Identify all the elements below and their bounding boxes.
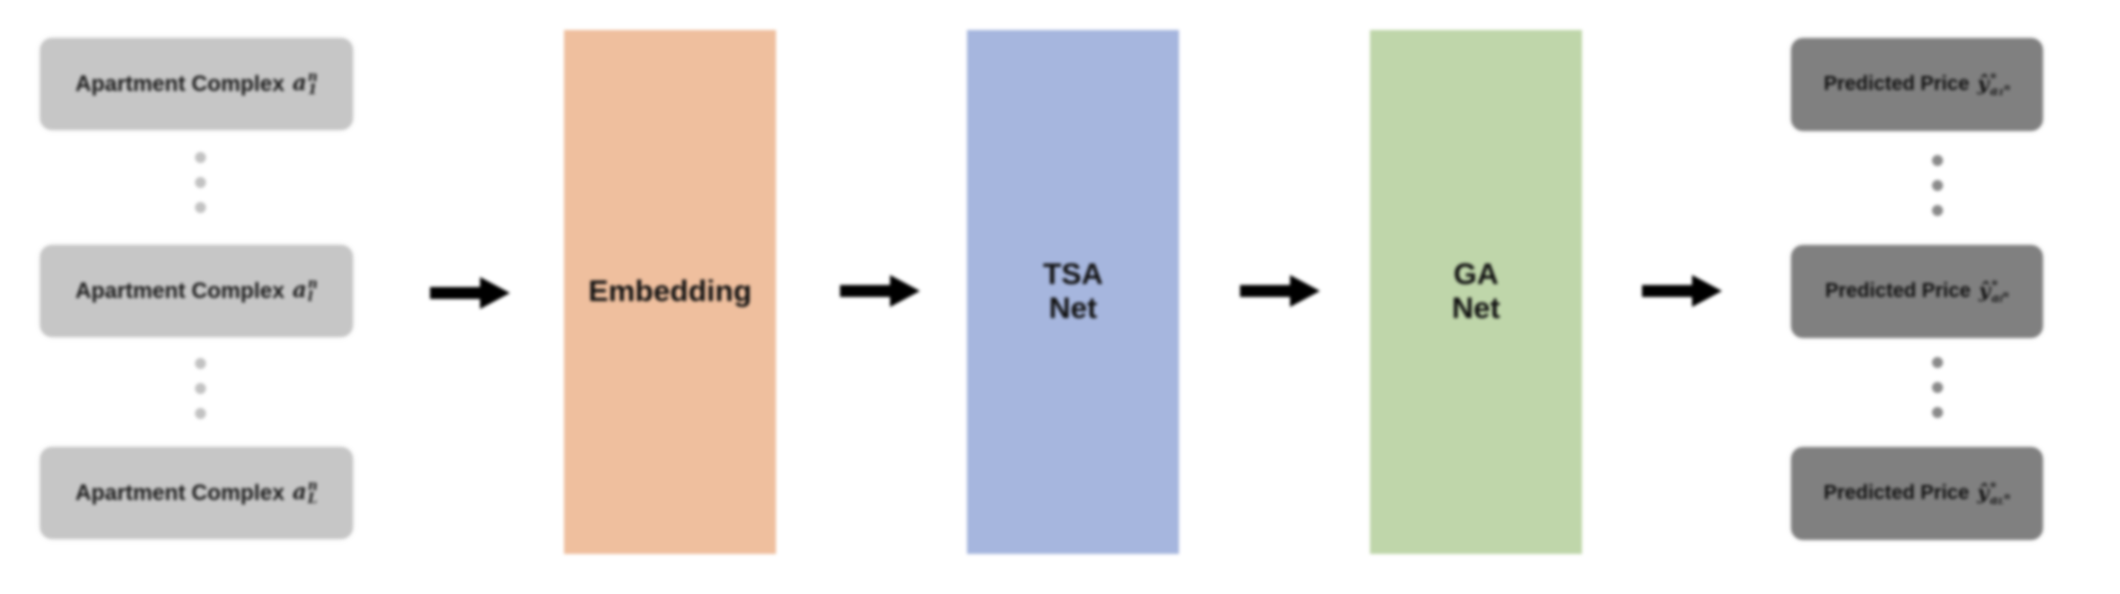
arrow-right-icon bbox=[430, 277, 510, 309]
tsa-net-block: TSA Net bbox=[967, 30, 1179, 554]
output-symbol: ŷ*a1n bbox=[1977, 69, 2011, 99]
tsa-net-label: TSA Net bbox=[1043, 257, 1103, 326]
arrow-right-icon bbox=[1240, 275, 1320, 307]
input-ellipsis-lower bbox=[194, 358, 206, 419]
ga-net-label: GA Net bbox=[1451, 257, 1501, 326]
output-predicted-price-L: Predicted Price ŷ*aLn bbox=[1791, 447, 2043, 540]
output-predicted-price-1: Predicted Price ŷ*a1n bbox=[1791, 38, 2043, 131]
arrow-right-icon bbox=[840, 275, 920, 307]
output-label: Predicted Price bbox=[1825, 280, 1971, 302]
arrow-right-icon bbox=[1642, 275, 1722, 307]
output-label: Predicted Price bbox=[1823, 73, 1970, 95]
output-ellipsis-lower bbox=[1931, 357, 1943, 418]
ga-net-block: GA Net bbox=[1370, 30, 1582, 554]
output-ellipsis-upper bbox=[1931, 155, 1943, 216]
input-label: Apartment Complex bbox=[75, 480, 285, 505]
embedding-label: Embedding bbox=[588, 274, 752, 308]
output-label: Predicted Price bbox=[1823, 482, 1970, 504]
output-predicted-price-l: Predicted Price ŷ*aln bbox=[1791, 245, 2043, 338]
input-label: Apartment Complex bbox=[75, 71, 285, 96]
input-label: Apartment Complex bbox=[75, 278, 285, 303]
output-symbol: ŷ*aLn bbox=[1977, 478, 2011, 508]
output-symbol: ŷ*aln bbox=[1978, 276, 2009, 306]
input-ellipsis-upper bbox=[194, 152, 206, 213]
embedding-block: Embedding bbox=[564, 30, 776, 554]
